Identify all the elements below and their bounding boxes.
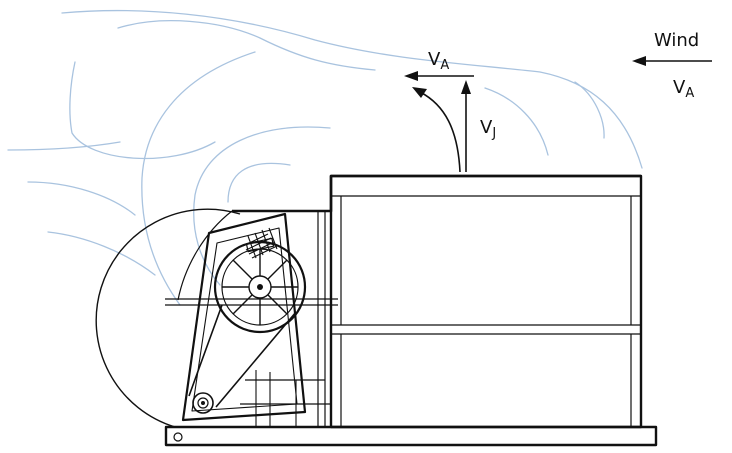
plume-short-line xyxy=(574,81,605,139)
exhaust-fan-unit xyxy=(95,174,658,447)
fan-wheel-clamp xyxy=(245,237,275,253)
ambient-velocity-main: V xyxy=(428,49,441,70)
plume-inner-curl xyxy=(193,126,331,286)
base-bolt-hole xyxy=(173,432,183,442)
inlet-housing-arc xyxy=(95,208,241,428)
wind-arrow-head xyxy=(632,56,646,66)
exhaust-plume xyxy=(7,9,643,306)
plume-small-curl xyxy=(227,162,291,203)
wind-velocity-label: VA xyxy=(673,77,694,101)
jet-velocity-main: V xyxy=(480,117,493,138)
cabinet-body xyxy=(329,174,643,429)
belt-drive xyxy=(188,304,297,414)
plume-upper-line xyxy=(117,20,376,71)
velocity-vectors: VA VJ xyxy=(404,49,496,173)
fan-spokes xyxy=(222,249,298,325)
jet-velocity-arrowhead xyxy=(461,80,471,94)
plume-left-hook xyxy=(69,61,216,160)
motor-pulley-center xyxy=(197,397,209,409)
cabinet-top-outline xyxy=(232,174,641,213)
plume-stub-c xyxy=(47,231,156,276)
plume-mid-line xyxy=(484,87,549,156)
jet-velocity-sub: J xyxy=(491,126,496,141)
belt-left xyxy=(188,304,223,397)
plume-stub-a xyxy=(7,141,121,151)
base-rail xyxy=(164,425,658,447)
plume-outer-line xyxy=(61,9,643,169)
jet-velocity-label: VJ xyxy=(480,117,496,141)
wind-velocity-sub: A xyxy=(685,86,694,101)
fan-hub-center xyxy=(257,284,263,290)
motor-pulley xyxy=(192,392,214,414)
wind-label: Wind xyxy=(654,30,699,51)
ambient-velocity-label: VA xyxy=(428,49,449,73)
fan-wheel-rim xyxy=(213,240,307,334)
ambient-velocity-arrowhead xyxy=(404,71,418,81)
motor-mount-bracket-inner xyxy=(191,227,298,412)
resultant-plume-arrow xyxy=(419,91,461,173)
plume-left-curl xyxy=(141,51,256,306)
belt-right xyxy=(215,311,297,408)
motor-pulley-hub xyxy=(201,401,205,405)
inlet-housing-edge xyxy=(177,210,233,301)
plume-stub-b xyxy=(27,181,136,216)
ambient-velocity-sub: A xyxy=(440,58,449,73)
fan-wheel xyxy=(213,237,307,334)
resultant-plume-arrowhead xyxy=(412,87,427,98)
wind-velocity-main: V xyxy=(673,77,686,98)
motor-mount-bracket xyxy=(181,212,307,422)
wind-indicator: Wind VA xyxy=(632,30,712,101)
